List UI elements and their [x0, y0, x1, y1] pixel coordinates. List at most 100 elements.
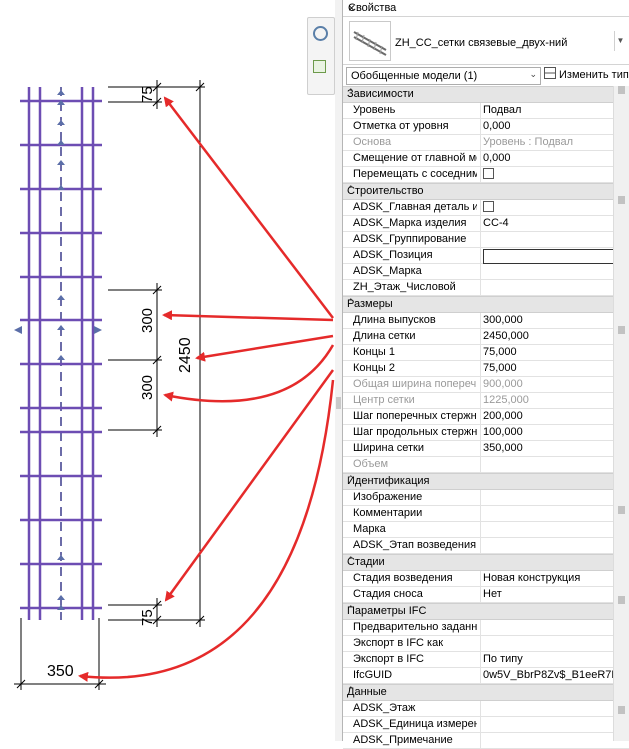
property-row[interactable]: Комментарии — [343, 506, 629, 522]
collapse-icon[interactable]: ⌃ — [347, 474, 355, 484]
property-row[interactable]: Шаг продольных стержн...100,000 — [343, 425, 629, 441]
property-value-cell[interactable] — [480, 636, 613, 651]
collapse-icon[interactable]: ⌃ — [347, 685, 355, 695]
category-header[interactable]: Параметры IFC⌃ — [343, 603, 629, 620]
property-value-cell[interactable] — [480, 506, 613, 521]
property-row[interactable]: Марка — [343, 522, 629, 538]
property-value-cell[interactable]: 350,000 — [480, 441, 613, 456]
property-row[interactable]: ZH_Этаж_Числовой — [343, 280, 629, 296]
scrollbar-thumb[interactable] — [618, 706, 625, 714]
property-value-cell[interactable]: 200,000 — [480, 409, 613, 424]
zoom-icon[interactable] — [313, 60, 326, 73]
category-header[interactable]: Зависимости⌃ — [343, 86, 629, 103]
property-value-cell[interactable]: 0,000 — [480, 119, 613, 134]
property-row[interactable]: Изображение — [343, 490, 629, 506]
collapse-icon[interactable]: ⌃ — [347, 184, 355, 194]
property-value-cell[interactable] — [480, 167, 613, 182]
property-value-cell[interactable]: СС-4 — [480, 216, 613, 231]
edit-type-button[interactable]: Изменить тип — [544, 67, 629, 83]
property-input[interactable] — [483, 249, 614, 264]
collapse-icon[interactable]: ⌃ — [347, 604, 355, 614]
property-row[interactable]: Экспорт в IFC как — [343, 636, 629, 652]
splitter-handle[interactable] — [336, 397, 341, 409]
property-row[interactable]: ADSK_Этаж — [343, 701, 629, 717]
scrollbar-thumb[interactable] — [618, 326, 625, 334]
property-value-cell[interactable] — [480, 264, 613, 279]
scrollbar-thumb[interactable] — [618, 196, 625, 204]
property-value-cell[interactable] — [480, 280, 613, 295]
instance-filter-dropdown[interactable]: Обобщенные модели (1) ⌄ — [346, 67, 541, 85]
property-row[interactable]: Общая ширина попереч...900,000 — [343, 377, 629, 393]
scrollbar-thumb[interactable] — [618, 596, 625, 604]
scrollbar-thumb[interactable] — [618, 86, 625, 94]
category-header[interactable]: Данные⌃ — [343, 684, 629, 701]
chevron-down-icon[interactable]: ▼ — [614, 31, 626, 51]
property-row[interactable]: ADSK_Марка — [343, 264, 629, 280]
property-value: 0,000 — [483, 120, 511, 132]
property-value-cell[interactable] — [480, 232, 613, 247]
property-row[interactable]: Предварительно заданн... — [343, 620, 629, 636]
property-value-cell[interactable]: Нет — [480, 587, 613, 602]
category-header[interactable]: Идентификация⌃ — [343, 473, 629, 490]
collapse-icon[interactable]: ⌃ — [347, 555, 355, 565]
collapse-icon[interactable]: ⌃ — [347, 87, 355, 97]
property-value-cell[interactable]: Новая конструкция — [480, 571, 613, 586]
property-value-cell[interactable]: 2450,000 — [480, 329, 613, 344]
property-row[interactable]: Смещение от главной мо...0,000 — [343, 151, 629, 167]
property-value-cell[interactable]: 0,000 — [480, 151, 613, 166]
property-value-cell[interactable] — [480, 538, 613, 553]
drawing-view[interactable]: 75 300 300 2450 75 350 — [0, 0, 340, 741]
property-value-cell[interactable]: Подвал — [480, 103, 613, 118]
property-value-cell[interactable] — [480, 490, 613, 505]
mesh-drawing: 75 300 300 2450 75 350 — [14, 80, 335, 690]
property-value-cell[interactable]: По типу — [480, 652, 613, 667]
category-header[interactable]: Стадии⌃ — [343, 554, 629, 571]
property-value-cell[interactable] — [480, 620, 613, 635]
steering-wheel-icon[interactable] — [313, 26, 328, 41]
scrollbar-thumb[interactable] — [618, 506, 625, 514]
property-row[interactable]: ADSK_Этап возведения — [343, 538, 629, 554]
property-row[interactable]: ADSK_Единица измерения — [343, 717, 629, 733]
close-icon[interactable]: × — [348, 1, 356, 15]
property-row[interactable]: Объем — [343, 457, 629, 473]
property-row[interactable]: ADSK_Группирование — [343, 232, 629, 248]
property-checkbox[interactable] — [483, 168, 494, 179]
property-value-cell[interactable] — [480, 701, 613, 716]
property-value-cell[interactable]: 100,000 — [480, 425, 613, 440]
property-value-cell[interactable]: 75,000 — [480, 345, 613, 360]
property-value-cell[interactable] — [480, 200, 613, 215]
collapse-icon[interactable]: ⌃ — [347, 297, 355, 307]
category-header[interactable]: Строительство⌃ — [343, 183, 629, 200]
property-value-cell[interactable]: 75,000 — [480, 361, 613, 376]
property-value-cell[interactable]: 0w5V_BbrP8Zv$_B1eeR7Kn — [480, 668, 625, 683]
property-row[interactable]: ADSK_Главная деталь изд... — [343, 200, 629, 216]
property-value-cell[interactable] — [480, 522, 613, 537]
property-row[interactable]: ADSK_Позиция — [343, 248, 629, 264]
category-header[interactable]: Размеры⌃ — [343, 296, 629, 313]
property-row[interactable]: ADSK_Примечание — [343, 733, 629, 749]
panel-splitter[interactable] — [335, 0, 342, 741]
grip-up — [57, 325, 65, 330]
property-value-cell[interactable] — [480, 248, 614, 264]
property-checkbox[interactable] — [483, 201, 494, 212]
property-row[interactable]: Перемещать с соседним... — [343, 167, 629, 183]
type-selector[interactable]: ZH_CC_сетки связевые_двух-ний ▼ — [343, 17, 629, 65]
properties-scrollbar[interactable] — [613, 86, 629, 741]
property-row[interactable]: Шаг поперечных стержн...200,000 — [343, 409, 629, 425]
property-value-cell[interactable]: 300,000 — [480, 313, 613, 328]
property-value-cell[interactable] — [480, 717, 613, 732]
